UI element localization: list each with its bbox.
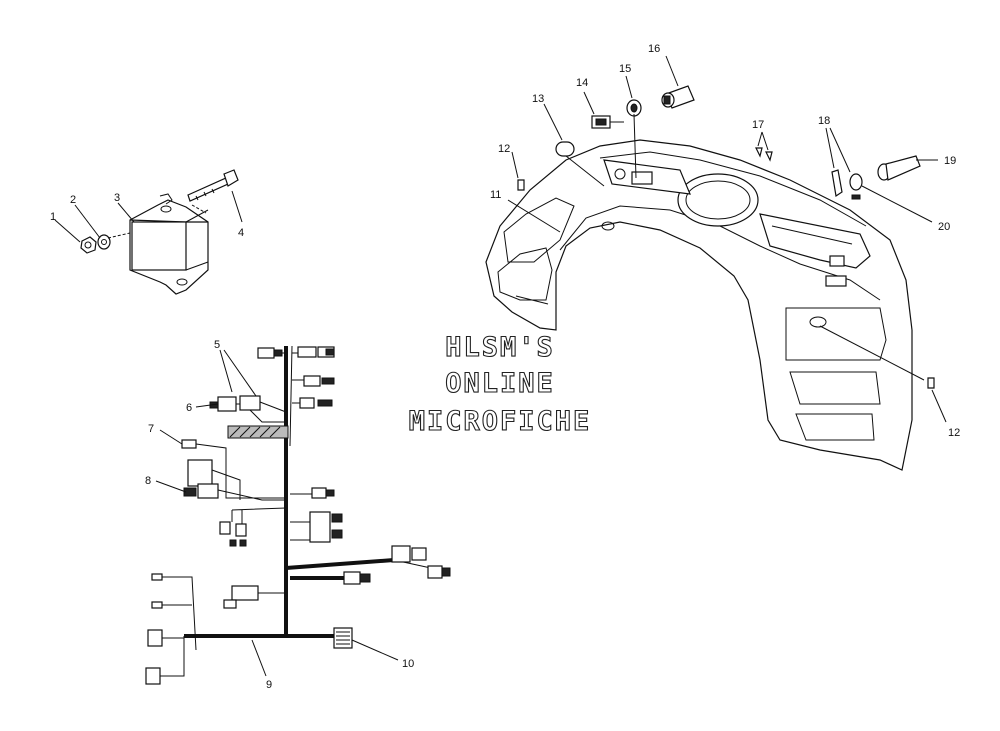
- callout-10: 10: [402, 658, 414, 670]
- wiring-harness: [145, 345, 451, 685]
- watermark-line-1: HLSM'S: [445, 332, 555, 363]
- relay-connector: [209, 395, 287, 423]
- harness-panel: [227, 425, 289, 439]
- washer: [97, 234, 111, 250]
- nut: [80, 236, 97, 254]
- main-connector: [333, 627, 353, 649]
- watermark-line-2: ONLINE: [445, 368, 555, 399]
- callout-8: 8: [145, 475, 151, 487]
- grommet: [626, 99, 642, 117]
- clip: [755, 147, 763, 158]
- harness-connectors-bottom-left: [145, 573, 286, 685]
- watermark: HLSM'S ONLINE MICROFICHE: [408, 331, 592, 437]
- dash-console-assembly: [485, 55, 947, 471]
- choke-lever: [831, 169, 863, 200]
- callout-18: 18: [818, 115, 830, 127]
- cable-knob: [877, 155, 921, 181]
- lens: [555, 141, 575, 157]
- callout-14: 14: [576, 77, 588, 89]
- callout-7: 7: [148, 423, 154, 435]
- callout-1: 1: [50, 211, 56, 223]
- callout-11: 11: [490, 189, 501, 201]
- callout-4: 4: [238, 227, 244, 239]
- screw: [517, 179, 525, 191]
- harness-connectors-right: [343, 545, 451, 585]
- callout-3: 3: [114, 192, 120, 204]
- harness-connectors-top: [257, 346, 335, 409]
- callout-2: 2: [70, 194, 76, 206]
- callout-15: 15: [619, 63, 631, 75]
- clip: [765, 151, 773, 162]
- control-module: [129, 193, 209, 295]
- callout-13: 13: [532, 93, 544, 105]
- screw: [927, 377, 935, 389]
- watermark-line-3: MICROFICHE: [409, 406, 592, 437]
- callout-20: 20: [938, 221, 950, 233]
- ignition-key: [591, 115, 624, 129]
- callout-9: 9: [266, 679, 272, 691]
- harness-connectors-left: [181, 439, 287, 547]
- callout-19: 19: [944, 155, 956, 167]
- callout-17: 17: [752, 119, 764, 131]
- ignition-switch: [661, 85, 695, 109]
- callout-12a: 12: [498, 143, 510, 155]
- harness-connectors-mid: [290, 487, 343, 543]
- callout-16: 16: [648, 43, 660, 55]
- bolt: [187, 169, 239, 202]
- gauge-opening: [677, 173, 759, 227]
- callout-12b: 12: [948, 427, 960, 439]
- callout-5: 5: [214, 339, 220, 351]
- callout-6: 6: [186, 402, 192, 414]
- control-module-assembly: [54, 169, 243, 295]
